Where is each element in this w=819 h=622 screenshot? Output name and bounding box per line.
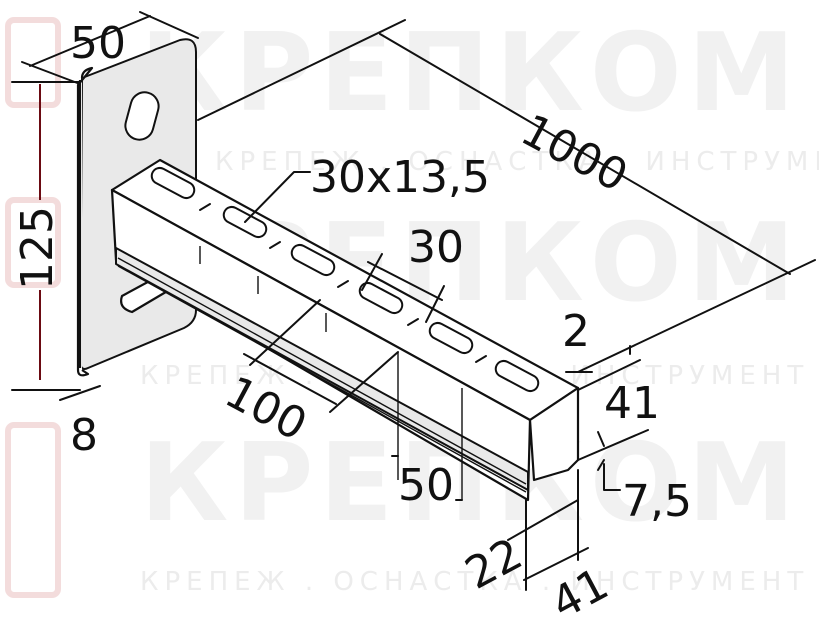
dimension-lines	[11, 11, 816, 591]
dim-plate-width: 50	[70, 18, 126, 69]
dim-lip-height: 7,5	[622, 476, 692, 527]
watermark-tagline-top: КРЕПЕЖ . ОСНАСТКА . ИНСТРУМЕНТ	[215, 147, 819, 177]
dim-slot-length: 30	[408, 222, 464, 273]
dim-slot-size: 30x13,5	[310, 152, 490, 203]
slot-3	[290, 243, 336, 277]
channel-slot-ticks	[199, 246, 463, 500]
dim-wall-thickness: 2	[562, 306, 590, 357]
channel-serration	[117, 257, 527, 493]
dim-plate-thickness: 8	[70, 410, 98, 461]
dim-plate-height: 125	[12, 206, 63, 290]
slot-5	[428, 321, 474, 355]
slot-1	[150, 166, 196, 200]
watermark-brand-top: КРЕПКОМ	[140, 11, 801, 136]
channel-slots	[150, 166, 540, 393]
watermark-tagline-bottom: КРЕПЕЖ . ОСНАСТКА . ИНСТРУМЕНТ	[140, 567, 809, 597]
channel-arm	[110, 158, 580, 502]
channel-end-face	[528, 386, 580, 482]
dim-profile-height: 41	[604, 378, 660, 429]
slot-6	[494, 359, 540, 393]
channel-lower-lip	[115, 247, 529, 491]
plate-slot	[124, 91, 160, 141]
dim-hole-spacing: 50	[398, 460, 454, 511]
slot-4	[358, 281, 404, 315]
channel-pitch-marks	[199, 203, 487, 363]
watermark-logo-icon	[5, 17, 61, 598]
